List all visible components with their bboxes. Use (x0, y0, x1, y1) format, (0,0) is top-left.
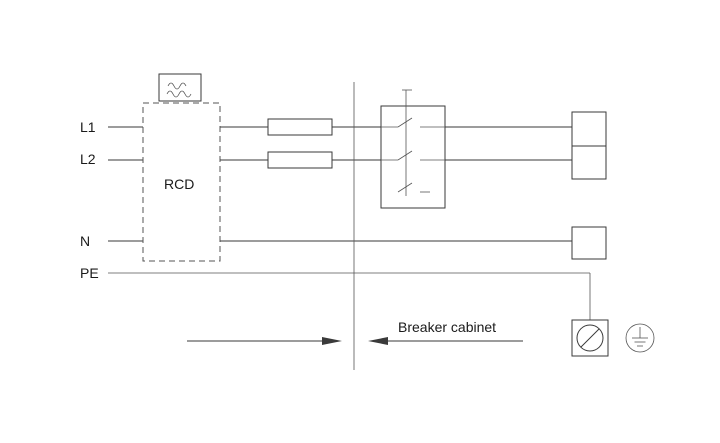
rcd-enclosure (142, 102, 221, 262)
breaker-switch-contacts (381, 89, 445, 196)
arrow-left (368, 337, 523, 345)
label-l2: L2 (80, 151, 96, 167)
rcd-label: RCD (164, 176, 194, 192)
terminal-n (571, 226, 607, 260)
terminal-icon (571, 111, 607, 180)
circuit-breaker (380, 105, 446, 209)
label-n: N (80, 233, 90, 249)
label-pe: PE (80, 265, 99, 281)
ac-wave-icon (158, 73, 202, 102)
fuse-l2 (267, 151, 333, 169)
label-l1: L1 (80, 119, 96, 135)
fuse-l1 (267, 118, 333, 136)
arrow-right (187, 337, 342, 345)
ground-icon (625, 323, 655, 353)
pe-clamp-icon (571, 319, 609, 357)
breaker-cabinet-label: Breaker cabinet (398, 319, 496, 335)
